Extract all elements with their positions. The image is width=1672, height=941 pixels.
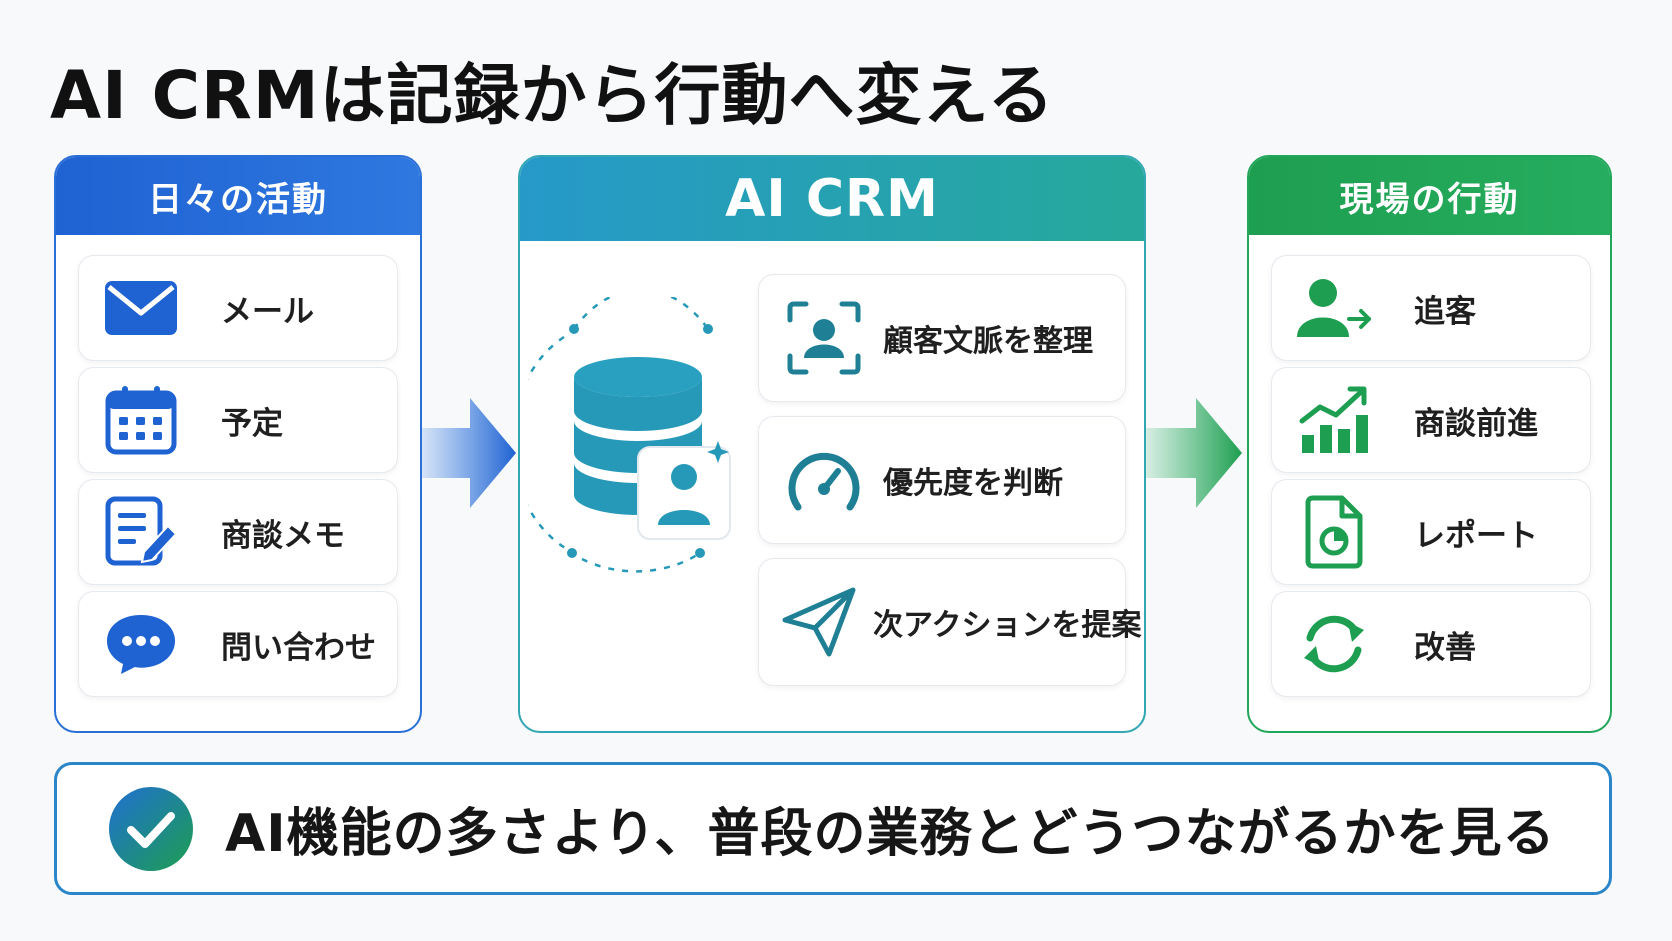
activity-card-mail[interactable]: メール xyxy=(78,255,398,361)
flow-arrow-right xyxy=(1146,398,1242,508)
ai-crm-header: AI CRM xyxy=(520,157,1144,241)
ai-label-organize-context: 顧客文脈を整理 xyxy=(883,324,1093,359)
ai-card-judge-priority[interactable]: 優先度を判断 xyxy=(758,416,1126,544)
growth-chart-icon xyxy=(1292,385,1376,455)
flow-arrow-left xyxy=(420,398,516,508)
key-message-banner: AI機能の多さより、普段の業務とどうつながるかを見る xyxy=(54,762,1612,895)
ai-card-organize-context[interactable]: 顧客文脈を整理 xyxy=(758,274,1126,402)
field-actions-header: 現場の行動 xyxy=(1249,157,1610,235)
ai-crm-panel: AI CRM xyxy=(518,155,1146,733)
activity-card-meeting-notes[interactable]: 商談メモ xyxy=(78,479,398,585)
action-label-improvement: 改善 xyxy=(1414,629,1476,666)
refresh-cycle-icon xyxy=(1292,609,1376,679)
field-actions-panel: 現場の行動 追客 商談前進 xyxy=(1247,155,1612,733)
ai-label-judge-priority: 優先度を判断 xyxy=(883,466,1063,501)
paper-plane-icon xyxy=(781,579,857,665)
ai-card-suggest-next-action[interactable]: 次アクションを提案 xyxy=(758,558,1142,686)
user-focus-icon xyxy=(781,295,867,381)
calendar-icon xyxy=(99,385,183,455)
action-card-deal-progress[interactable]: 商談前進 xyxy=(1271,367,1591,473)
report-icon xyxy=(1292,495,1376,569)
activity-label-inquiry: 問い合わせ xyxy=(221,629,376,666)
user-arrow-icon xyxy=(1292,273,1376,343)
activity-card-inquiry[interactable]: 問い合わせ xyxy=(78,591,398,697)
activity-label-mail: メール xyxy=(221,293,314,330)
activity-label-meeting-notes: 商談メモ xyxy=(221,517,345,554)
action-label-deal-progress: 商談前進 xyxy=(1414,405,1538,442)
action-label-report: レポート xyxy=(1414,517,1538,554)
check-circle-icon xyxy=(109,786,193,871)
note-edit-icon xyxy=(99,496,183,567)
action-card-follow-up[interactable]: 追客 xyxy=(1271,255,1591,361)
key-message-text: AI機能の多さより、普段の業務とどうつながるかを見る xyxy=(225,804,1556,864)
database-user-icon xyxy=(520,288,738,597)
daily-activities-header: 日々の活動 xyxy=(56,157,420,235)
page-title: AI CRMは記録から行動へ変える xyxy=(50,57,1055,134)
action-card-report[interactable]: レポート xyxy=(1271,479,1591,585)
action-card-improvement[interactable]: 改善 xyxy=(1271,591,1591,697)
ai-label-suggest-next-action: 次アクションを提案 xyxy=(873,608,1142,643)
daily-activities-panel: 日々の活動 メール 予定 xyxy=(54,155,422,733)
gauge-icon xyxy=(781,437,867,523)
action-label-follow-up: 追客 xyxy=(1414,293,1476,330)
activity-label-schedule: 予定 xyxy=(221,405,283,442)
activity-card-schedule[interactable]: 予定 xyxy=(78,367,398,473)
chat-bubble-icon xyxy=(99,609,183,679)
mail-icon xyxy=(99,273,183,343)
